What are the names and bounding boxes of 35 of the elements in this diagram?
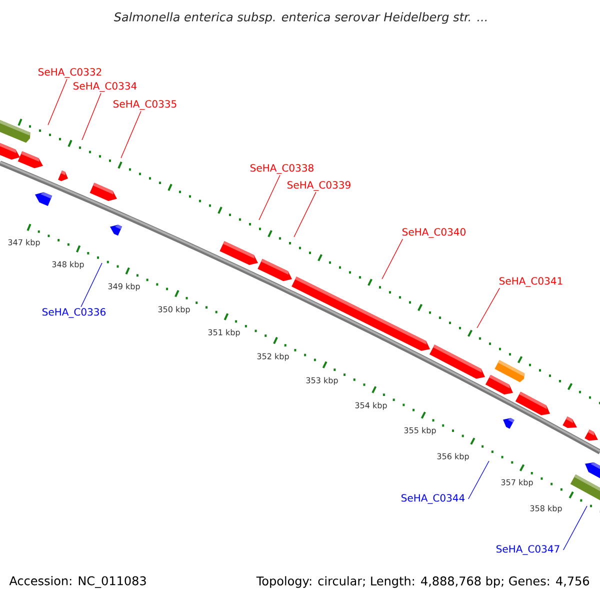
scale-label: 354 kbp: [355, 402, 387, 410]
gene-label: SeHA_C0347: [496, 545, 560, 555]
scale-label: 357 kbp: [501, 479, 533, 487]
scale-label: 352 kbp: [257, 353, 289, 361]
scale-label: 348 kbp: [52, 261, 84, 269]
gene-label: SeHA_C0339: [288, 181, 350, 191]
scale-label: 347 kbp: [8, 239, 40, 247]
leader-line: [82, 92, 102, 140]
scale-label: 351 kbp: [208, 329, 240, 337]
scale-label: 353 kbp: [306, 377, 338, 385]
leader-line: [48, 78, 68, 126]
leader-line: [258, 174, 280, 220]
leader-line: [563, 506, 588, 550]
scale-label: 356 kbp: [437, 453, 469, 461]
gene-label: SeHA_C0340: [402, 228, 466, 238]
leader-line: [468, 460, 490, 500]
leader-line: [382, 238, 404, 280]
gene-label: SeHA_C0332: [38, 68, 102, 78]
footer-text: Topology: circular; Length: 4,888,768 bp; Genes: 4,756: [256, 576, 590, 588]
footer-text: Accession: NC_011083: [9, 576, 146, 588]
scale-label: 350 kbp: [158, 306, 190, 314]
leader-line: [294, 192, 316, 238]
title: Salmonella enterica subsp. enterica serovar Heidelberg str. ...: [114, 12, 487, 24]
gene-label: SeHA_C0335: [114, 100, 176, 110]
scale-label: 349 kbp: [108, 283, 140, 291]
gene-label: SeHA_C0338: [250, 164, 314, 174]
gene-label: SeHA_C0341: [500, 277, 562, 287]
gene-label: SeHA_C0334: [74, 82, 137, 92]
gene-label: SeHA_C0344: [402, 494, 465, 504]
leader-line: [120, 110, 142, 158]
scale-label: 358 kbp: [530, 505, 562, 513]
leader-line: [476, 288, 500, 328]
scale-label: 355 kbp: [404, 427, 436, 435]
leader-line: [80, 262, 102, 308]
gene-label: SeHA_C0336: [42, 308, 106, 318]
